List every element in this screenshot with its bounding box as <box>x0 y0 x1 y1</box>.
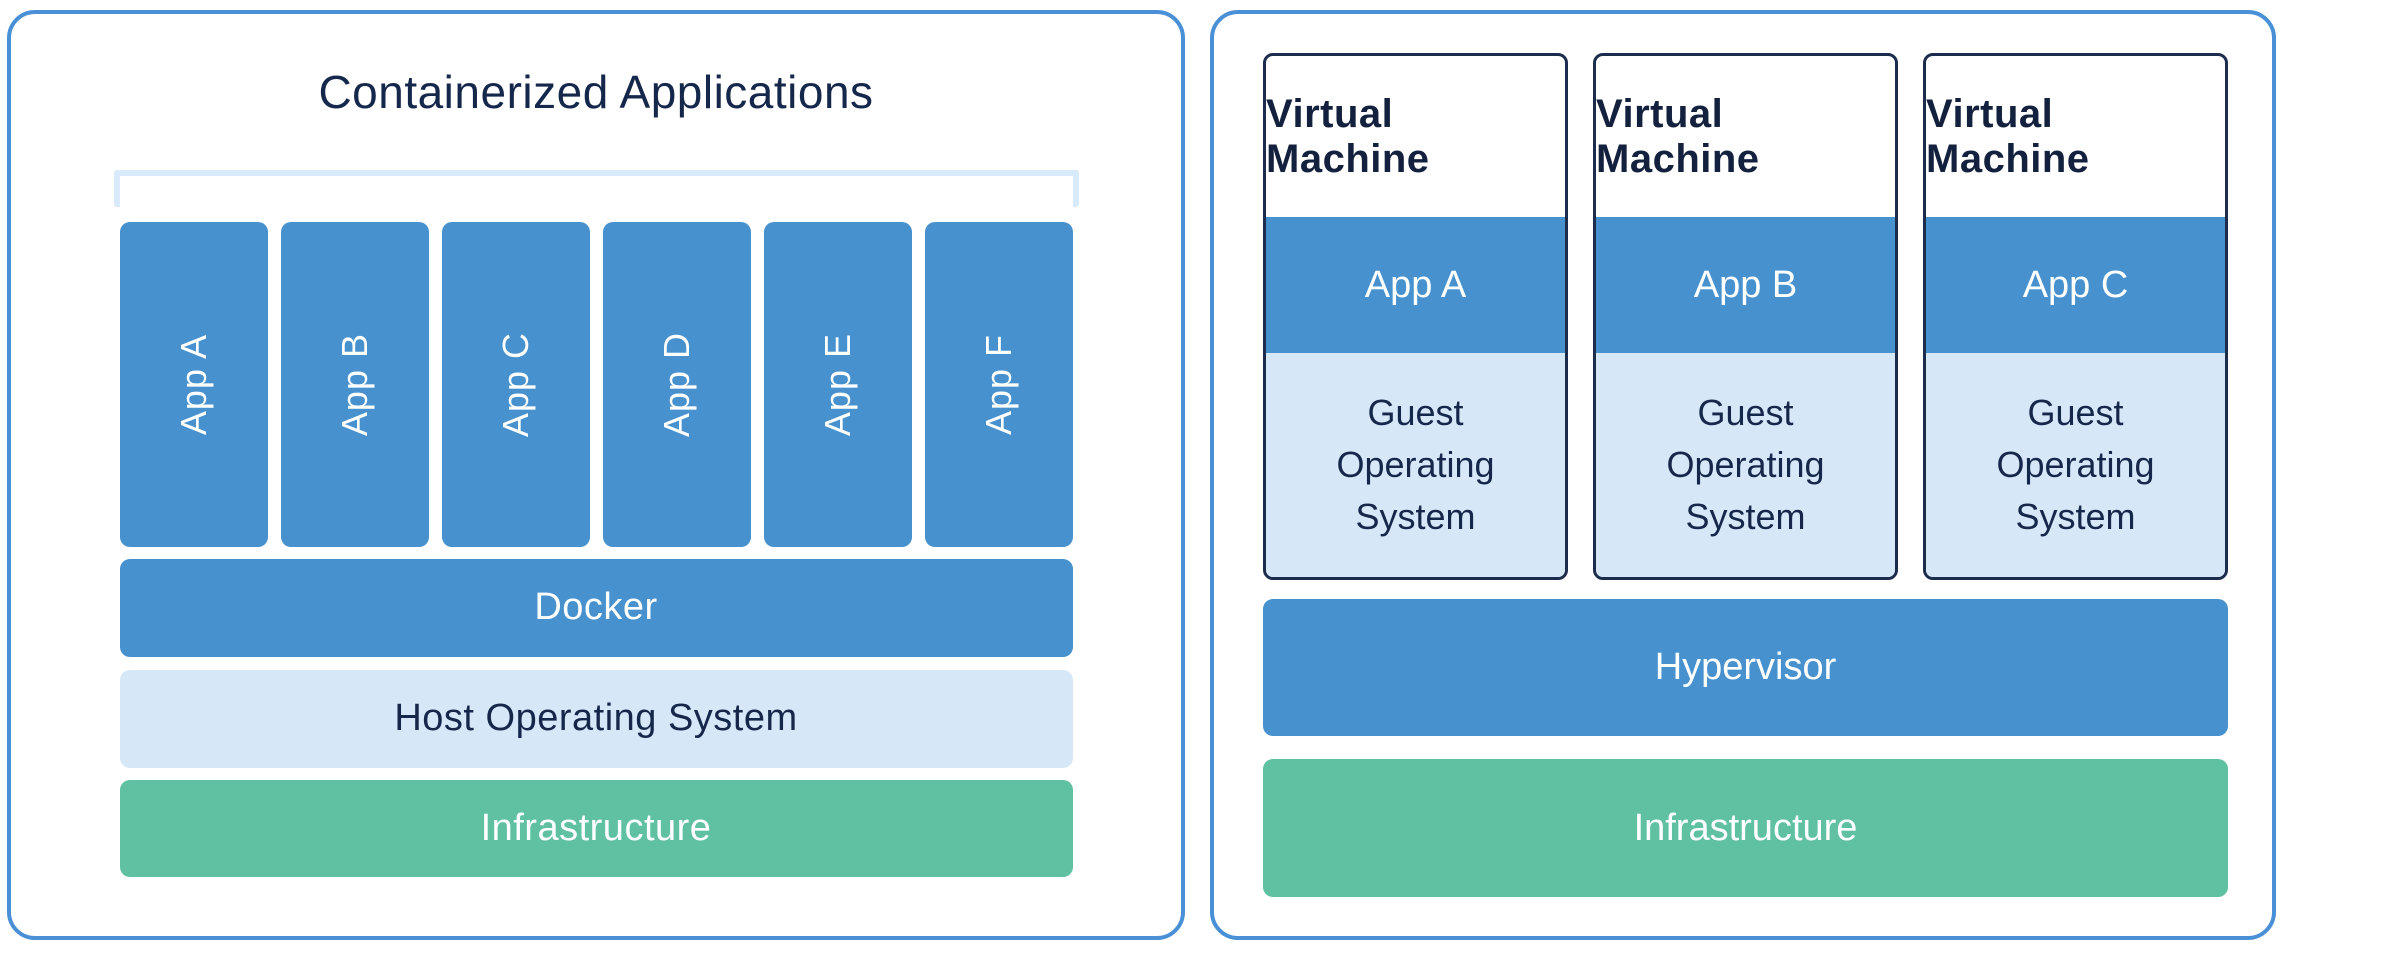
app-bar-c: App C <box>441 221 590 547</box>
vm-title: Virtual Machine <box>1926 91 2090 181</box>
left-panel-title: Containerized Applications <box>318 66 874 118</box>
hypervisor-layer: Hypervisor <box>1263 599 2228 736</box>
app-bar-label: App F <box>977 333 1019 435</box>
guest-os-label: Guest Operating System <box>1996 391 2155 538</box>
app-bar-label: App B <box>333 332 375 436</box>
vm-title: Virtual Machine <box>1266 91 1430 181</box>
vm-title: Virtual Machine <box>1596 91 1760 181</box>
vm-app-label: App A <box>1266 217 1565 353</box>
infrastructure-label: Infrastructure <box>480 806 712 849</box>
vm-box-3: Virtual Machine App C Guest Operating Sy… <box>1923 53 2228 580</box>
app-bar-d: App D <box>602 221 751 547</box>
hypervisor-label: Hypervisor <box>1654 646 1837 688</box>
docker-layer: Docker <box>119 558 1073 657</box>
vm-guest-os: Guest Operating System <box>1266 353 1565 577</box>
app-bar-f: App F <box>924 221 1073 547</box>
infrastructure-layer-right: Infrastructure <box>1263 759 2228 897</box>
apps-group-bracket <box>113 169 1079 207</box>
infrastructure-label: Infrastructure <box>1633 806 1858 849</box>
host-os-label: Host Operating System <box>394 697 798 740</box>
apps-row: App A App B App C App D App E App F <box>119 221 1073 547</box>
app-bar-label: App A <box>172 333 214 435</box>
vm-guest-os: Guest Operating System <box>1926 353 2225 577</box>
app-bar-a: App A <box>119 221 268 547</box>
app-bar-b: App B <box>280 221 429 547</box>
virtual-machines-panel: Virtual Machine App A Guest Operating Sy… <box>1210 10 2276 940</box>
guest-os-label: Guest Operating System <box>1666 391 1825 538</box>
app-bar-label: App D <box>655 331 697 437</box>
vms-row: Virtual Machine App A Guest Operating Sy… <box>1263 53 2228 580</box>
vm-box-2: Virtual Machine App B Guest Operating Sy… <box>1593 53 1898 580</box>
docker-label: Docker <box>534 586 658 629</box>
host-os-layer: Host Operating System <box>119 669 1073 768</box>
containerized-applications-panel: Containerized Applications App A App B A… <box>7 10 1185 940</box>
app-bar-e: App E <box>763 221 912 547</box>
vm-guest-os: Guest Operating System <box>1596 353 1895 577</box>
vm-box-1: Virtual Machine App A Guest Operating Sy… <box>1263 53 1568 580</box>
vm-app-label: App B <box>1596 217 1895 353</box>
vm-app-label: App C <box>1926 217 2225 353</box>
guest-os-label: Guest Operating System <box>1336 391 1495 538</box>
app-bar-label: App E <box>816 332 858 436</box>
infrastructure-layer-left: Infrastructure <box>119 779 1073 877</box>
app-bar-label: App C <box>494 331 536 437</box>
